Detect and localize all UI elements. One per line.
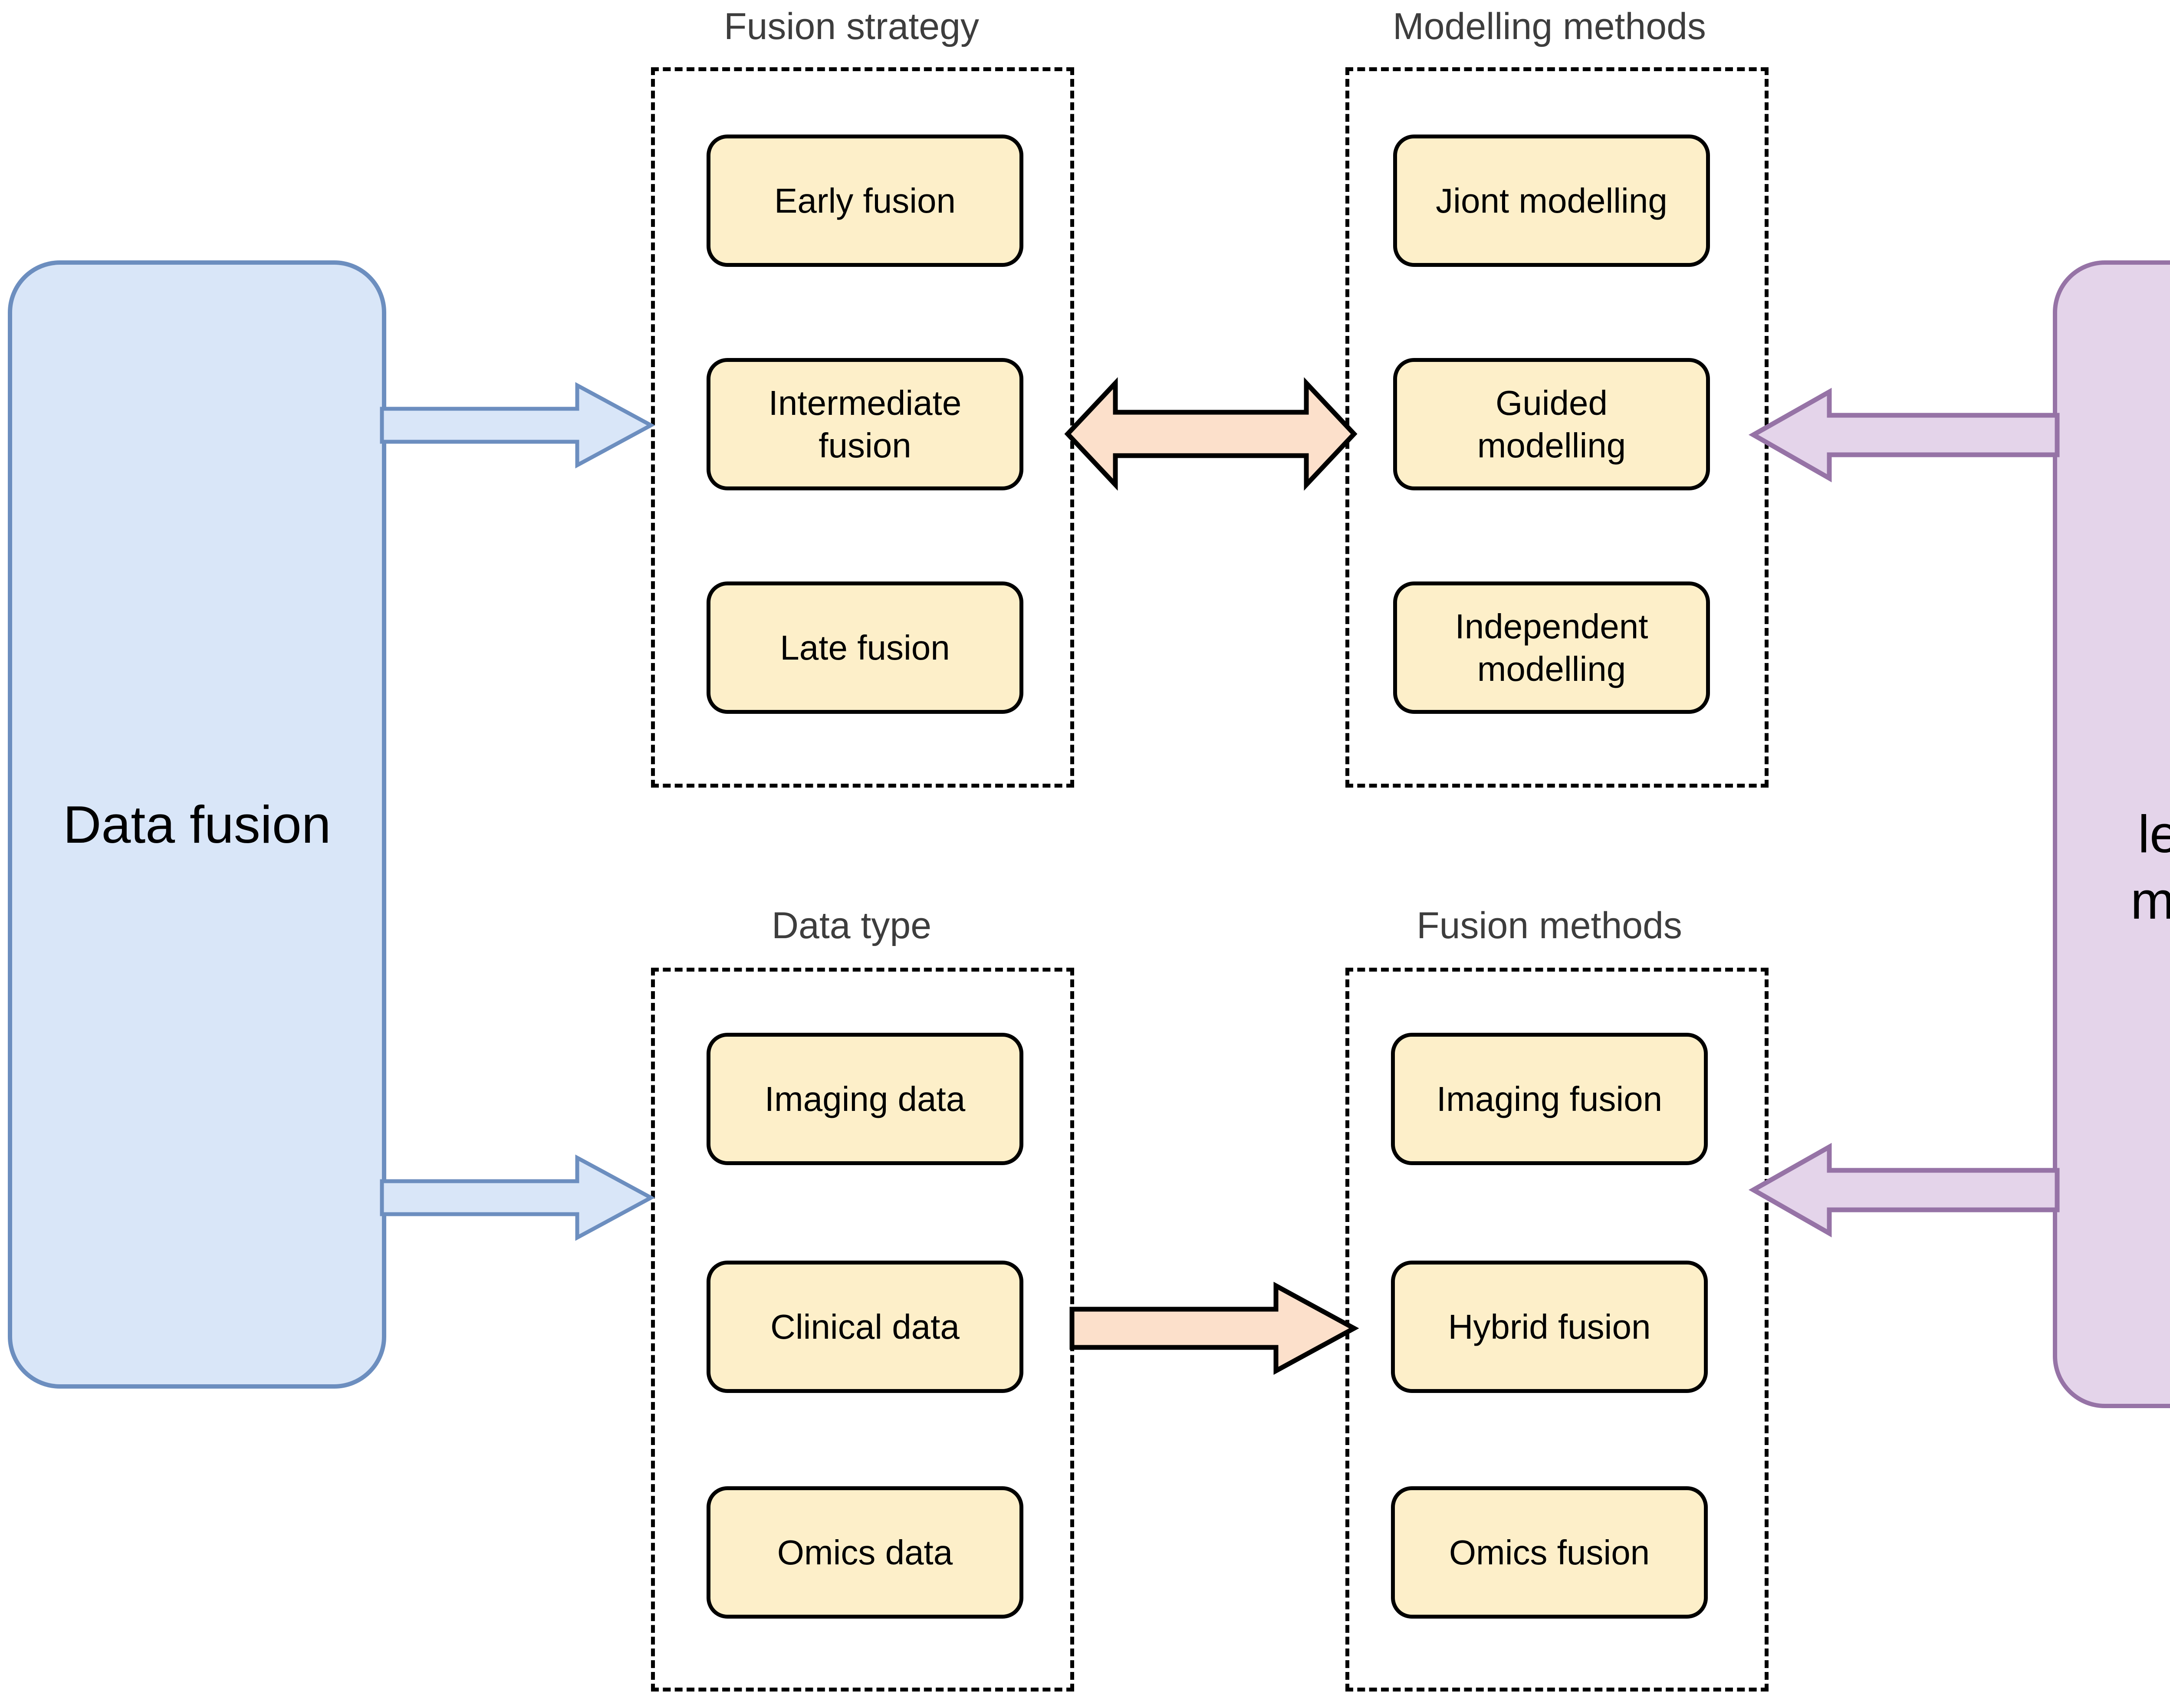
node-omics-data-label: Omics data (777, 1533, 953, 1572)
node-omics-fusion-label: Omics fusion (1449, 1533, 1650, 1572)
node-clinical-data-label: Clinical data (770, 1307, 960, 1346)
panel-deep-learning-methods-label: Deep learning methods (2131, 739, 2170, 930)
node-omics-data[interactable]: Omics data (707, 1486, 1023, 1619)
node-late-fusion-label: Late fusion (780, 628, 950, 667)
panel-data-fusion-label: Data fusion (63, 795, 331, 854)
group-title-data-type: Data type (771, 905, 932, 946)
panel-data-fusion[interactable]: Data fusion (8, 260, 386, 1389)
node-omics-fusion[interactable]: Omics fusion (1391, 1486, 1708, 1619)
node-imaging-data[interactable]: Imaging data (707, 1033, 1023, 1165)
arrow-deep-learning-to-fusion-methods (1748, 1143, 2060, 1238)
node-jiont-modelling-label: Jiont modelling (1436, 181, 1667, 220)
node-intermediate-fusion[interactable]: Intermediate fusion (707, 358, 1023, 490)
node-hybrid-fusion[interactable]: Hybrid fusion (1391, 1261, 1708, 1393)
node-guided-modelling[interactable]: Guided modelling (1393, 358, 1710, 490)
node-late-fusion[interactable]: Late fusion (707, 581, 1023, 714)
node-hybrid-fusion-label: Hybrid fusion (1448, 1307, 1651, 1346)
group-title-fusion-strategy: Fusion strategy (724, 6, 979, 47)
node-early-fusion-label: Early fusion (774, 181, 956, 220)
node-early-fusion[interactable]: Early fusion (707, 135, 1023, 267)
node-independent-modelling[interactable]: Independent modelling (1393, 581, 1710, 714)
node-imaging-fusion-label: Imaging fusion (1436, 1079, 1663, 1118)
arrow-data-fusion-to-fusion-strategy (380, 382, 655, 469)
arrow-deep-learning-to-modelling-methods (1748, 388, 2060, 483)
node-jiont-modelling[interactable]: Jiont modelling (1393, 135, 1710, 267)
arrow-data-type-to-fusion-methods (1069, 1281, 1359, 1375)
group-title-modelling-methods: Modelling methods (1393, 6, 1706, 47)
arrow-fusion-strategy-to-modelling-methods (1064, 371, 1358, 497)
node-independent-modelling-label: Independent modelling (1455, 607, 1648, 688)
group-title-fusion-methods: Fusion methods (1417, 905, 1682, 946)
node-imaging-data-label: Imaging data (764, 1079, 966, 1118)
panel-deep-learning-methods[interactable]: Deep learning methods (2053, 260, 2170, 1408)
node-clinical-data[interactable]: Clinical data (707, 1261, 1023, 1393)
node-guided-modelling-label: Guided modelling (1477, 383, 1626, 465)
node-imaging-fusion[interactable]: Imaging fusion (1391, 1033, 1708, 1165)
node-intermediate-fusion-label: Intermediate fusion (768, 383, 962, 465)
arrow-data-fusion-to-data-type (380, 1154, 655, 1241)
